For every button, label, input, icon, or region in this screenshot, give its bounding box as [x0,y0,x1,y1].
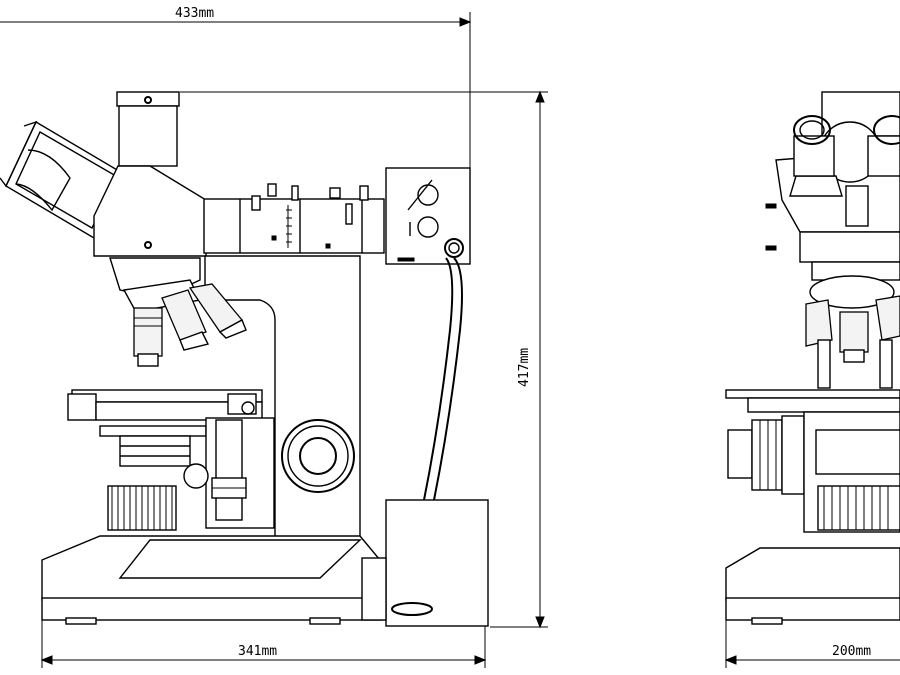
binocular-head [765,115,900,251]
dimension-base-side: 341mm [40,600,487,668]
illuminator-tube [203,183,385,254]
power-supply [385,499,489,627]
stage-drive [99,417,275,529]
stage [67,389,263,421]
dimension-top: 433mm [0,6,472,172]
microscope-head [93,165,207,257]
front-focus-knob [727,411,900,533]
nosepiece [109,257,247,367]
microscope-base [41,535,387,625]
dimension-base-front-label: 200mm [832,644,871,659]
front-stage [725,389,900,413]
dimension-height-label: 417mm [517,348,532,387]
front-nosepiece [805,261,900,389]
front-view-microscope [725,91,900,625]
focus-knob [107,485,177,531]
side-view-microscope [0,91,489,627]
lamp-house [385,167,471,265]
dimension-base-side-label: 341mm [238,644,277,659]
dimension-height: 417mm [180,90,548,629]
dimension-top-label: 433mm [175,6,214,21]
front-base [725,547,900,625]
photo-tube [116,91,180,167]
